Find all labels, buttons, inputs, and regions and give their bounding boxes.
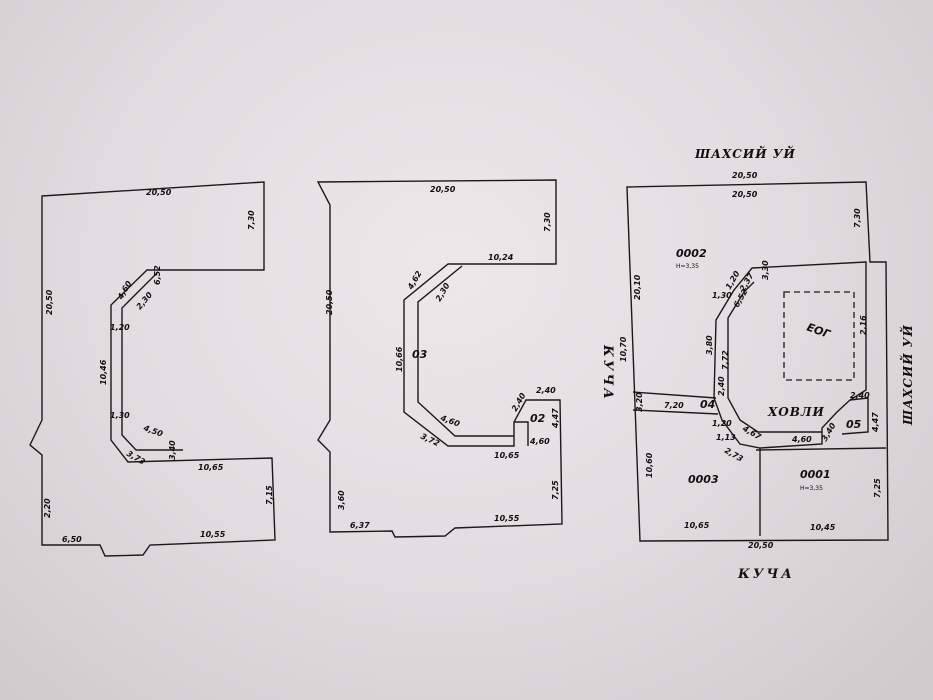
room-0001-id: 0001 [800, 468, 831, 481]
p3-dim-28: 3,40 [820, 421, 838, 443]
p1-dim-3: 20,50 [45, 289, 54, 315]
p1-dim-9: 1,30 [110, 411, 130, 420]
room-0003-id: 0003 [688, 473, 719, 486]
left-street-label: КУЧА [600, 344, 615, 402]
right-street-label: ШАХСИЙ УЙ [899, 324, 915, 426]
p1-dim-15: 2,20 [43, 498, 52, 518]
p3-dim-21: 2,40 [850, 391, 870, 400]
p3-dim-4: 20,10 [633, 274, 642, 300]
p3-dim-2: 20,50 [732, 190, 758, 199]
p1-dim-4: 10,46 [99, 359, 108, 385]
p3-dim-5: 10,70 [619, 336, 628, 362]
p2-dim-12: 4,47 [551, 408, 560, 429]
p3-dim-7: 1,30 [712, 291, 732, 300]
p3-dim-23: 10,60 [645, 452, 654, 478]
p1-dim-1: 20,50 [146, 188, 172, 197]
p1-dim-11: 3,73 [125, 449, 147, 467]
p3-dim-24: 10,65 [684, 521, 710, 530]
plan-3-wall-c [755, 447, 887, 451]
pit-label: ЕОГ [805, 321, 833, 342]
room-04-id: 04 [700, 398, 715, 411]
top-street-label: ШАХСИЙ УЙ [694, 145, 796, 161]
plan-1: 20,50 7,30 20,50 10,46 6,52 4,60 2,30 1,… [29, 181, 276, 557]
plan-3: ШАХСИЙ УЙ ШАХСИЙ УЙ КУЧА КУЧА ХОВЛИ ЕОГ … [600, 145, 915, 582]
plan-1-inner-wall [121, 271, 183, 451]
p3-dim-12: 7,72 [721, 350, 730, 370]
p1-dim-13: 10,65 [198, 463, 224, 472]
p1-dim-14: 7,15 [265, 485, 274, 505]
p2-dim-7: 10,66 [395, 346, 404, 372]
room-0001-height: H=3,35 [800, 485, 823, 492]
p2-dim-8: 4,60 [438, 413, 461, 429]
p2-dim-17: 6,37 [350, 521, 370, 530]
room-0002-id: 0002 [676, 247, 707, 260]
p3-dim-1: 20,50 [732, 171, 758, 180]
room-05-id: 05 [846, 418, 862, 431]
p3-dim-3: 7,30 [853, 208, 862, 228]
p2-dim-15: 7,25 [551, 480, 560, 500]
p2-dim-5: 2,30 [434, 281, 452, 303]
p2-dim-13: 4,60 [529, 437, 550, 446]
plan-2: 20,50 7,30 10,24 4,62 2,30 20,50 10,66 4… [316, 179, 563, 538]
p3-dim-11: 3,30 [761, 260, 770, 280]
p2-dim-6: 20,50 [325, 289, 334, 315]
p3-dim-26: 7,25 [873, 478, 882, 498]
plan-3-outline [626, 181, 889, 542]
p2-dim-2: 7,30 [543, 212, 552, 232]
p2-dim-18: 10,55 [494, 514, 520, 523]
p2-dim-9: 3,72 [419, 432, 441, 449]
plan-3-pit [783, 291, 855, 381]
p3-dim-15: 2,40 [717, 376, 726, 396]
p1-dim-12: 3,40 [168, 440, 177, 460]
bottom-street-label: КУЧА [737, 567, 795, 582]
p3-dim-14: 7,20 [664, 401, 684, 410]
p2-label-02: 02 [530, 412, 546, 425]
p2-dim-1: 20,50 [430, 185, 456, 194]
p3-dim-20: 4,60 [791, 435, 812, 444]
p3-dim-22: 4,47 [871, 412, 880, 433]
p2-dim-3: 10,24 [488, 253, 514, 262]
plan-3-courtyard [713, 261, 867, 449]
p3-dim-27: 20,50 [748, 541, 774, 550]
plan-2-inner-wall [417, 265, 514, 437]
p3-dim-18: 4,67 [740, 423, 763, 441]
plan-3-wall-b [632, 409, 719, 415]
courtyard-label: ХОВЛИ [767, 405, 825, 419]
p3-dim-6: 3,80 [705, 335, 714, 355]
p3-dim-13: 3,20 [635, 392, 644, 412]
plan-1-outline [29, 181, 276, 557]
p3-dim-29: 2,16 [859, 315, 868, 335]
p2-dim-10: 2,40 [536, 386, 556, 395]
p1-dim-5: 6,52 [153, 265, 162, 285]
p2-dim-14: 10,65 [494, 451, 520, 460]
p1-dim-10: 4,50 [141, 423, 164, 439]
plan-2-inner-box [514, 421, 529, 446]
room-0002-height: H=3,35 [676, 263, 699, 270]
p3-dim-25: 10,45 [810, 523, 836, 532]
p1-dim-8: 1,20 [110, 323, 130, 332]
plan-3-wall-a [632, 391, 717, 399]
plan-3-corner-box [841, 397, 869, 435]
plan-3-inner-wall [727, 281, 822, 433]
p1-dim-2: 7,30 [247, 210, 256, 230]
plan-2-outline [316, 179, 563, 538]
p2-dim-16: 3,60 [337, 490, 346, 510]
p2-dim-4: 4,62 [405, 269, 423, 292]
p3-dim-16: 1,20 [712, 419, 732, 428]
p3-dim-19: 2,73 [723, 446, 745, 464]
p1-dim-17: 10,55 [200, 530, 226, 539]
p2-label-03: 03 [412, 348, 428, 361]
p3-dim-17: 1,13 [716, 433, 736, 442]
p1-dim-16: 6,50 [62, 535, 82, 544]
